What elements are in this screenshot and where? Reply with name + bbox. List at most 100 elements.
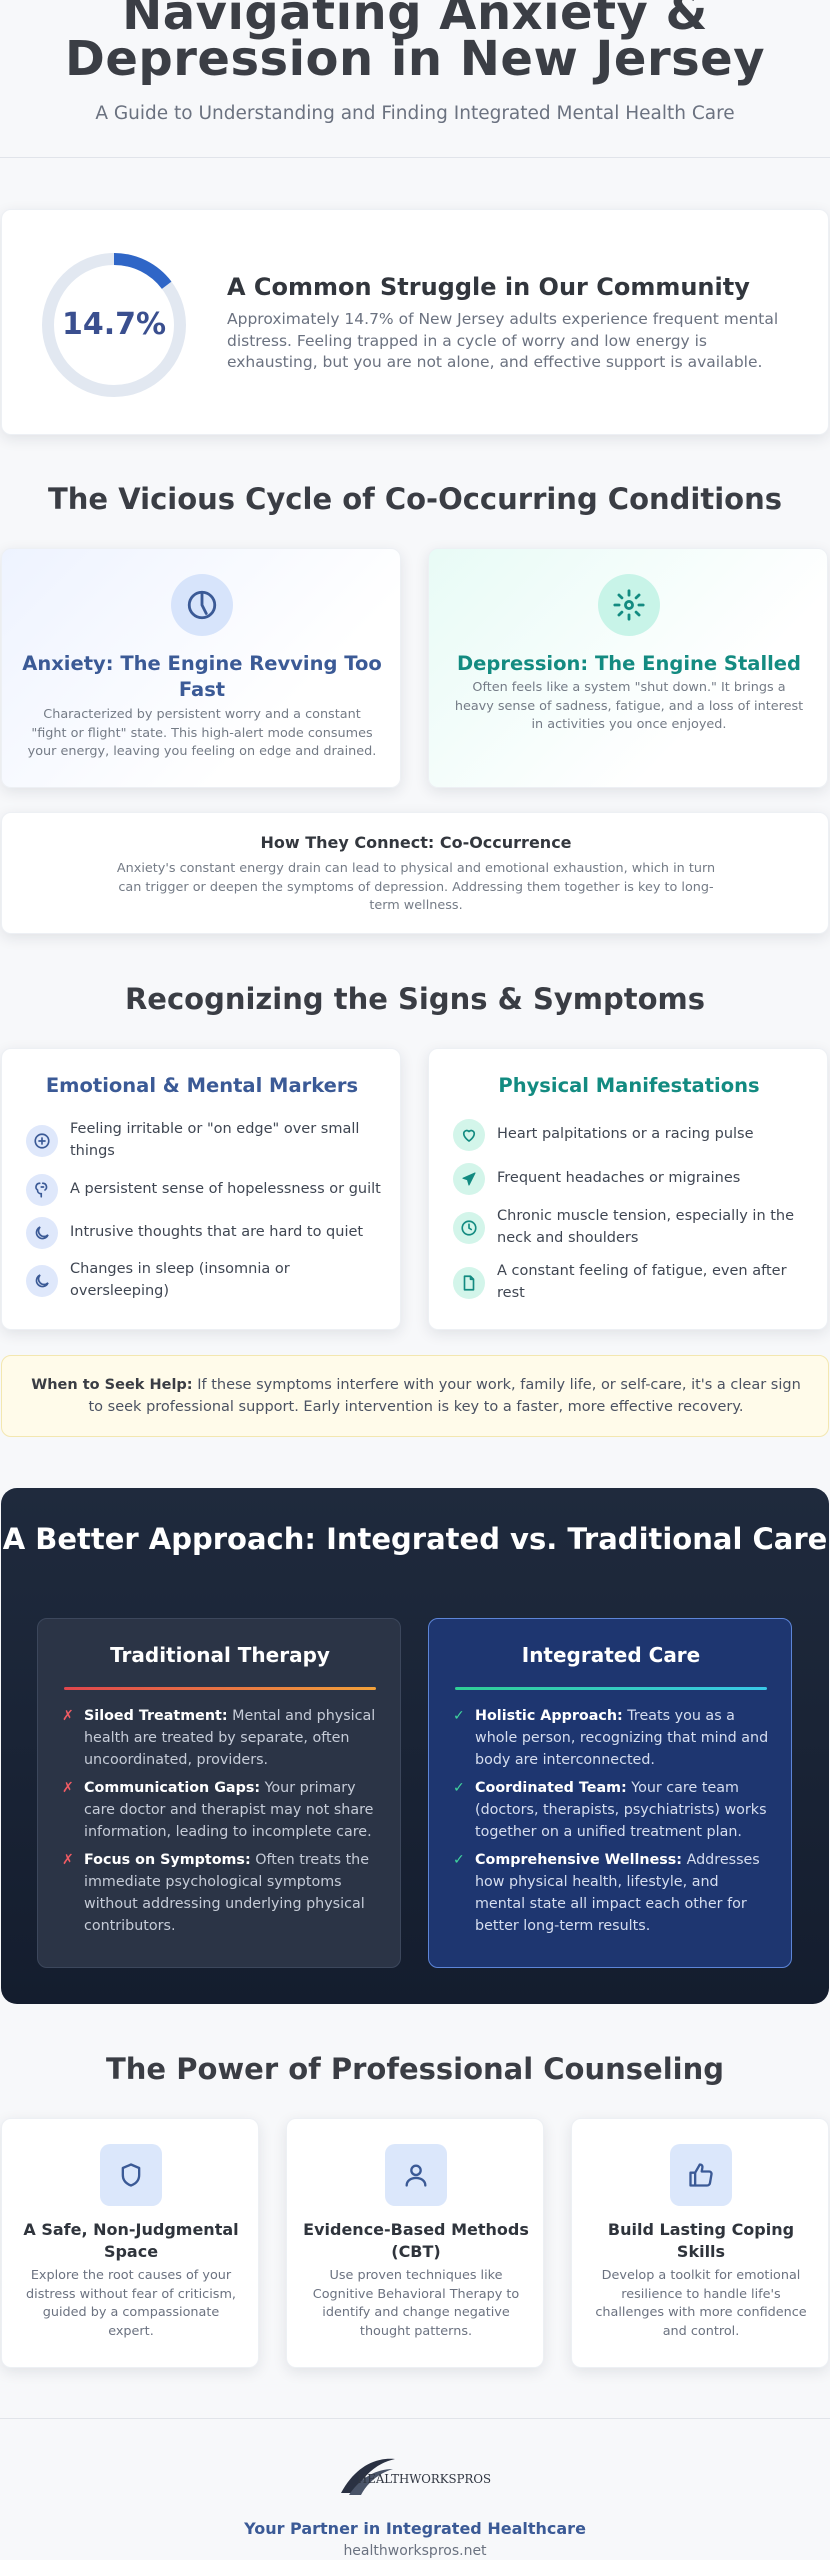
progress-ring-fill: [42, 253, 186, 397]
list-item-text: Feeling irritable or "on edge" over smal…: [70, 1121, 360, 1159]
statistic-text: Approximately 14.7% of New Jersey adults…: [227, 310, 779, 371]
list-item: ✗ Communication Gaps: Your primary care …: [62, 1777, 382, 1843]
list-item-text: A constant feeling of fatigue, even afte…: [497, 1263, 787, 1301]
check-icon: ✓: [453, 1852, 465, 1868]
integrated-care-card: Integrated Care ✓ Holistic Approach: Tre…: [428, 1618, 792, 1968]
card-title: Build Lasting Coping Skills: [607, 2220, 795, 2261]
physical-manifestations-card: Physical Manifestations Heart palpitatio…: [428, 1048, 828, 1330]
card-title: A Safe, Non-Judgmental Space: [23, 2220, 239, 2261]
emotional-markers-card: Emotional & Mental Markers Feeling irrit…: [1, 1048, 401, 1330]
list-item-text: Heart palpitations or a racing pulse: [497, 1126, 754, 1143]
list-item: ✗ Siloed Treatment: Mental and physical …: [62, 1705, 382, 1771]
page-title-line-1: Navigating Anxiety &: [122, 0, 708, 41]
page-header: Navigating Anxiety & Depression in New J…: [0, 0, 830, 158]
depression-card: Depression: The Engine Stalled Often fee…: [428, 548, 828, 788]
traditional-therapy-card: Traditional Therapy ✗ Siloed Treatment: …: [37, 1618, 401, 1968]
heart-icon: [453, 1119, 485, 1151]
list-item-text: A persistent sense of hopelessness or gu…: [70, 1181, 381, 1198]
footer-tagline: Your Partner in Integrated Healthcare: [244, 2519, 586, 2538]
footer-url[interactable]: healthworkspros.net: [343, 2543, 487, 2559]
physical-manifestations-title: Physical Manifestations: [498, 1074, 760, 1097]
seek-help-label: When to Seek Help:: [31, 1377, 193, 1393]
traditional-therapy-title: Traditional Therapy: [110, 1643, 330, 1667]
depression-text: Often feels like a system "shut down." I…: [454, 680, 804, 732]
list-item: ✓ Comprehensive Wellness: Addresses how …: [453, 1849, 773, 1937]
cross-icon: ✗: [62, 1852, 74, 1868]
cross-icon: ✗: [62, 1708, 74, 1724]
statistic-value: 14.7%: [61, 307, 167, 342]
list-item-body: Mental and physical health are treated b…: [84, 1708, 376, 1768]
brain-icon: [26, 1174, 58, 1206]
list-item: Frequent headaches or migraines: [453, 1163, 813, 1195]
list-item-text: Changes in sleep (insomnia or oversleepi…: [70, 1261, 290, 1299]
co-occurrence-card: How They Connect: Co-Occurrence Anxiety'…: [1, 812, 829, 934]
anxiety-card: Anxiety: The Engine Revving Too Fast Cha…: [1, 548, 401, 788]
gear-icon: [598, 574, 660, 636]
list-item-text: Focus on Symptoms: Often treats the imme…: [84, 1849, 382, 1937]
depression-title: Depression: The Engine Stalled: [457, 652, 801, 675]
list-item: ✓ Holistic Approach: Treats you as a who…: [453, 1705, 773, 1771]
list-item: Changes in sleep (insomnia or oversleepi…: [26, 1259, 386, 1302]
list-item-label: Coordinated Team:: [475, 1780, 627, 1796]
list-item-body: Often treats the immediate psychological…: [84, 1852, 370, 1934]
list-item-body: Addresses how physical health, lifestyle…: [475, 1852, 760, 1934]
card-text: Develop a toolkit for emotional resilien…: [595, 2268, 807, 2339]
progress-ring: [42, 253, 186, 397]
list-item-label: Focus on Symptoms:: [84, 1852, 251, 1868]
plus-circle-icon: [26, 1124, 58, 1157]
file-icon: [453, 1266, 485, 1299]
page-title-line-2: Depression in New Jersey: [64, 31, 766, 87]
statistic-card: 14.7% A Common Struggle in Our Community…: [1, 209, 829, 435]
approach-title: A Better Approach: Integrated vs. Tradit…: [2, 1522, 828, 1556]
list-item-text: Coordinated Team: Your care team (doctor…: [475, 1777, 773, 1843]
seek-help-text: When to Seek Help: If these symptoms int…: [30, 1374, 802, 1418]
list-item-label: Communication Gaps:: [84, 1780, 261, 1796]
cross-icon: ✗: [62, 1780, 74, 1796]
card-text: Explore the root causes of your distress…: [26, 2268, 236, 2339]
cycle-section-title: The Vicious Cycle of Co-Occurring Condit…: [48, 482, 782, 516]
list-item-body: Your care team (doctors, therapists, psy…: [475, 1780, 767, 1840]
list-item: Intrusive thoughts that are hard to quie…: [26, 1217, 386, 1249]
list-item-text: Holistic Approach: Treats you as a whole…: [475, 1705, 773, 1771]
list-item: ✓ Coordinated Team: Your care team (doct…: [453, 1777, 773, 1843]
list-item-text: Chronic muscle tension, especially in th…: [497, 1208, 795, 1246]
approach-section: A Better Approach: Integrated vs. Tradit…: [1, 1488, 829, 2004]
list-item-text: Comprehensive Wellness: Addresses how ph…: [475, 1849, 773, 1937]
co-occurrence-title: How They Connect: Co-Occurrence: [260, 833, 572, 852]
cbt-card: Evidence-Based Methods (CBT) Use proven …: [286, 2118, 544, 2368]
card-title: Evidence-Based Methods (CBT): [303, 2220, 529, 2261]
seek-help-body: If these symptoms interfere with your wo…: [88, 1377, 801, 1415]
traditional-divider: [64, 1687, 376, 1690]
list-item: A persistent sense of hopelessness or gu…: [26, 1174, 386, 1206]
user-icon: [385, 2144, 447, 2206]
list-item: ✗ Focus on Symptoms: Often treats the im…: [62, 1849, 382, 1937]
list-item-text: Siloed Treatment: Mental and physical he…: [84, 1705, 382, 1771]
check-icon: ✓: [453, 1708, 465, 1724]
list-item-body: Your primary care doctor and therapist m…: [84, 1780, 374, 1840]
integrated-divider: [455, 1687, 767, 1690]
card-text: Use proven techniques like Cognitive Beh…: [312, 2268, 520, 2339]
seek-help-callout: When to Seek Help: If these symptoms int…: [1, 1355, 829, 1437]
integrated-care-title: Integrated Care: [521, 1643, 701, 1667]
anxiety-title: Anxiety: The Engine Revving Too Fast: [22, 652, 382, 701]
clock-icon: [453, 1211, 485, 1244]
list-item-text: Frequent headaches or migraines: [497, 1170, 741, 1187]
safe-space-card: A Safe, Non-Judgmental Space Explore the…: [1, 2118, 259, 2368]
co-occurrence-text: Anxiety's constant energy drain can lead…: [116, 861, 716, 913]
page-footer: HEALTHWORKSPROS Your Partner in Integrat…: [0, 2418, 830, 2560]
counseling-section-title: The Power of Professional Counseling: [106, 2052, 724, 2086]
send-icon: [453, 1163, 485, 1195]
list-item: Heart palpitations or a racing pulse: [453, 1119, 813, 1151]
check-icon: ✓: [453, 1780, 465, 1796]
page-title: Navigating Anxiety & Depression in New J…: [0, 0, 830, 83]
page-subtitle: A Guide to Understanding and Finding Int…: [95, 103, 735, 124]
list-item-body: Treats you as a whole person, recognizin…: [475, 1708, 769, 1768]
emotional-markers-title: Emotional & Mental Markers: [45, 1074, 359, 1097]
moon-icon: [26, 1264, 58, 1297]
list-item-label: Holistic Approach:: [475, 1708, 623, 1724]
logo-text: HEALTHWORKSPROS: [357, 2472, 491, 2486]
statistic-title: A Common Struggle in Our Community: [227, 273, 750, 301]
company-logo[interactable]: HEALTHWORKSPROS: [335, 2449, 495, 2505]
list-item: A constant feeling of fatigue, even afte…: [453, 1261, 813, 1304]
anxiety-text: Characterized by persistent worry and a …: [27, 707, 377, 759]
